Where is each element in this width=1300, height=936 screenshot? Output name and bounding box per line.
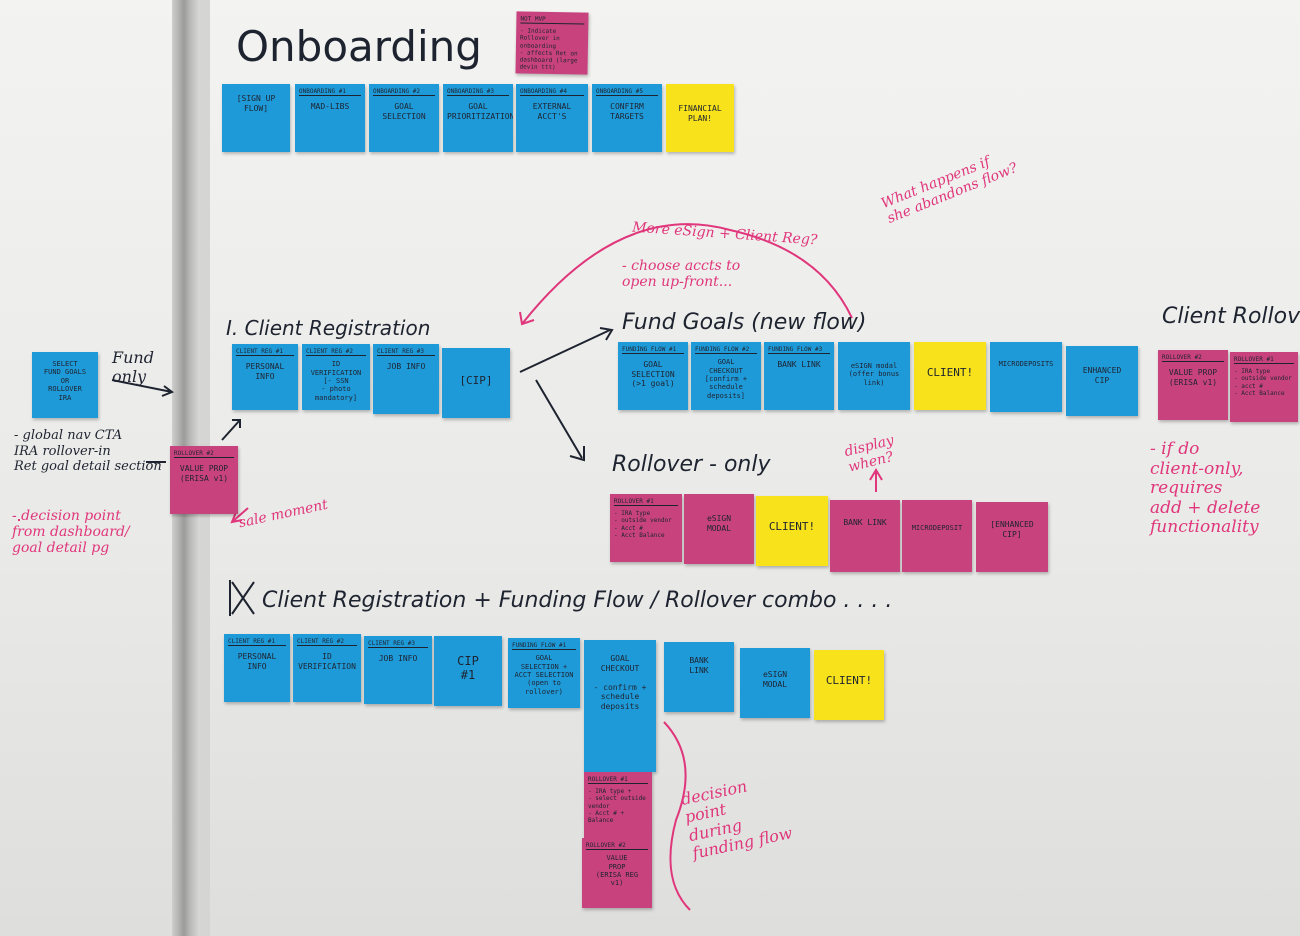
onboarding-note: ONBOARDING #3 GOAL PRIORITIZATION — [443, 84, 513, 152]
combo-note: eSIGN MODAL — [740, 648, 810, 718]
decision-bracket — [663, 721, 691, 911]
client-note: CLIENT! — [756, 496, 828, 566]
combo-note: CLIENT REG #2 ID VERIFICATION — [293, 634, 361, 702]
combo-title: Client Registration + Funding Flow / Rol… — [262, 588, 893, 613]
fund-goals-note: FUNDING FLOW #3 BANK LINK — [764, 342, 834, 410]
onboarding-note: [SIGN UP FLOW] — [222, 84, 290, 152]
cip-note: [CIP] — [442, 348, 510, 418]
combo-note: CLIENT REG #3 JOB INFO — [364, 636, 432, 704]
client-note: CLIENT! — [914, 342, 986, 410]
choose-accts-text: - choose accts to open up-front... — [622, 258, 741, 291]
entry-points-text: - global nav CTA IRA rollover-in Ret goa… — [14, 428, 162, 475]
combo-rollover-note: ROLLOVER #1 - IRA type + - select outsid… — [584, 772, 652, 838]
client-reg-note: CLIENT REG #3 JOB INFO — [373, 344, 439, 414]
not-mvp-note: NOT MVP - Indicate Rollover in onboardin… — [515, 11, 589, 75]
rollover-only-title: Rollover - only — [612, 452, 771, 477]
combo-note: CIP #1 — [434, 636, 502, 706]
client-note: CLIENT! — [814, 650, 884, 720]
fund-goals-note: ENHANCED CIP — [1066, 346, 1138, 416]
fund-goals-note: FUNDING FLOW #1 GOAL SELECTION (>1 goal) — [618, 342, 688, 410]
client-registration-title: I. Client Registration — [226, 316, 431, 340]
client-rollover-title: Client Rollover — [1162, 304, 1300, 329]
loop-back-arrow — [521, 223, 853, 325]
onboarding-note: ONBOARDING #4 EXTERNAL ACCT'S — [516, 84, 588, 152]
financial-plan-note: FINANCIAL PLAN! — [666, 84, 734, 152]
combo-note: CLIENT REG #1 PERSONAL INFO — [224, 634, 290, 702]
if-do-client-text: - if do client-only, requires add + dele… — [1150, 439, 1261, 538]
onboarding-note: ONBOARDING #1 MAD-LIBS — [295, 84, 365, 152]
onboarding-note: ONBOARDING #5 CONFIRM TARGETS — [592, 84, 662, 152]
combo-rollover-note: ROLLOVER #2 VALUE PROP (ERISA REG v1) — [582, 838, 652, 908]
onboarding-title: Onboarding — [236, 22, 482, 71]
rollover-to-reg-arrow — [221, 419, 241, 441]
fund-goals-title: Fund Goals (new flow) — [622, 310, 867, 335]
onboarding-note: ONBOARDING #2 GOAL SELECTION — [369, 84, 439, 152]
decision-point-text: - decision point from dashboard/ goal de… — [12, 508, 130, 557]
fund-goals-note: FUNDING FLOW #2 GOAL CHECKOUT [confirm +… — [691, 342, 761, 410]
client-reg-note: CLIENT REG #1 PERSONAL INFO — [232, 344, 298, 410]
reg-to-fund-arrow — [519, 329, 611, 373]
fund-only-label: Fund only — [112, 348, 154, 387]
not-mvp-header: NOT MVP — [520, 15, 585, 25]
fund-goals-note: eSIGN modal (offer bonus link) — [838, 342, 910, 410]
reg-to-rollover-arrow — [535, 379, 583, 459]
rollover-only-note: eSIGN MODAL — [684, 494, 754, 564]
rollover-only-note: MICRODEPOSIT — [902, 500, 972, 572]
rollover-only-note: BANK LINK — [830, 500, 900, 572]
left-rollover-note: ROLLOVER #2 VALUE PROP (ERISA v1) — [170, 446, 238, 514]
combo-note: FUNDING FLOW #1 GOAL SELECTION + ACCT SE… — [508, 638, 580, 708]
rollover-only-note: ROLLOVER #1 - IRA type - outside vendor … — [610, 494, 682, 562]
fund-goals-note: MICRODEPOSITS — [990, 342, 1062, 412]
fund-only-arrow — [111, 379, 173, 393]
client-rollover-note: ROLLOVER #1 - IRA type - outside vendor … — [1230, 352, 1298, 422]
select-fund-note: SELECT FUND GOALS OR ROLLOVER IRA — [32, 352, 98, 418]
client-rollover-note: ROLLOVER #2 VALUE PROP (ERISA v1) — [1158, 350, 1228, 420]
not-mvp-items: - Indicate Rollover in onboarding - affe… — [519, 27, 578, 72]
crossed-out-mark — [229, 580, 255, 616]
rollover-only-note: [ENHANCED CIP] — [976, 502, 1048, 572]
client-reg-note: CLIENT REG #2 ID VERIFICATION [- SSN - p… — [302, 344, 370, 410]
combo-note: BANK LINK — [664, 642, 734, 712]
goal-checkout-note: GOAL CHECKOUT - confirm + schedule depos… — [584, 640, 656, 772]
